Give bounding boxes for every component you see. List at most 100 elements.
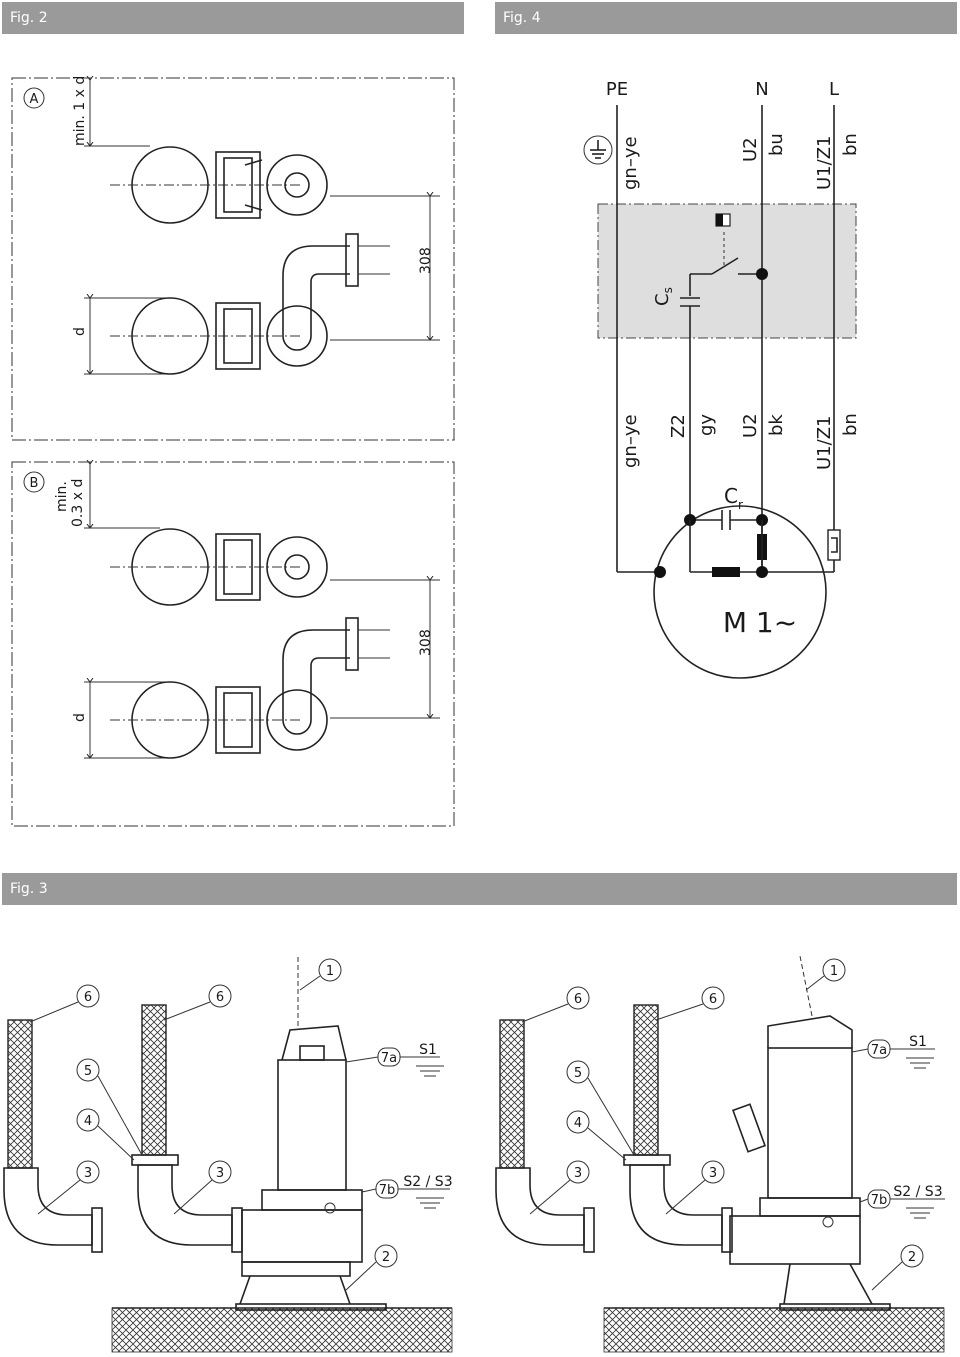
top-bn-label: bn — [840, 133, 861, 156]
svg-text:4: 4 — [574, 1116, 582, 1131]
fig2-drawing: A B min. 1 x d d 308 min. 0.3 x d d 308 — [11, 76, 455, 827]
fig3-installation-drawing: 6 6 1 5 4 3 3 7a 7b 2 6 6 1 5 4 3 3 7a 7… — [3, 955, 945, 1353]
svg-text:3: 3 — [84, 1166, 92, 1181]
callout-6-l2: 6 — [163, 984, 232, 1021]
panel-b-label: B — [30, 476, 39, 491]
svg-text:5: 5 — [574, 1066, 582, 1081]
mid-bn-label: bn — [840, 413, 861, 436]
mid-bk-label: bk — [766, 414, 787, 436]
svg-text:7a: 7a — [381, 1051, 397, 1066]
panel-a-label: A — [30, 92, 39, 107]
callout-3-r2: 3 — [665, 1160, 725, 1215]
svg-text:6: 6 — [216, 990, 224, 1005]
s1-label-r: S1 — [909, 1034, 927, 1050]
svg-text:1: 1 — [326, 964, 334, 979]
fig2-header: Fig. 2 — [2, 2, 464, 34]
top-u1z1-label: U1/Z1 — [814, 136, 835, 190]
callout-3-l1: 3 — [37, 1160, 100, 1215]
svg-text:5: 5 — [84, 1064, 92, 1079]
svg-text:1: 1 — [830, 964, 838, 979]
pump-top-view-a1 — [110, 146, 328, 224]
callout-2-l: 2 — [345, 1244, 398, 1291]
svg-text:4: 4 — [84, 1114, 92, 1129]
panel-a-frame — [11, 77, 455, 441]
mid-z2-label: Z2 — [668, 414, 689, 438]
hose-right-1 — [499, 1019, 525, 1169]
pump-right — [729, 955, 891, 1311]
ground-right — [603, 1307, 945, 1353]
callout-7b-r: 7b — [859, 1189, 945, 1209]
panel-a-badge: A — [23, 87, 45, 109]
pump-top-view-b2 — [110, 681, 328, 759]
elbow-right-1 — [495, 1167, 585, 1246]
pe-label: PE — [606, 79, 628, 100]
callout-4-l: 4 — [76, 1108, 135, 1161]
top-gnye-label: gn–ye — [620, 136, 641, 190]
callout-5-l: 5 — [76, 1058, 143, 1156]
callout-7b-l: 7b — [361, 1179, 450, 1199]
motor-label: M 1~ — [723, 606, 797, 639]
svg-text:3: 3 — [216, 1166, 224, 1181]
svg-text:7b: 7b — [379, 1183, 396, 1198]
pump-top-view-a2 — [110, 297, 328, 375]
hose-right-2 — [633, 1004, 659, 1156]
discharge-pipe-a — [282, 233, 390, 336]
n-label: N — [755, 79, 768, 100]
fig4-header: Fig. 4 — [495, 2, 957, 34]
mid-u2-label: U2 — [740, 413, 761, 438]
callout-7a-r: 7a — [851, 1039, 935, 1059]
fig4-title: Fig. 4 — [503, 10, 541, 26]
ground-left — [111, 1307, 453, 1353]
dim-b-top-label-2: 0.3 x d — [70, 479, 86, 527]
dim-308-b: 308 — [418, 629, 434, 656]
top-bu-label: bu — [766, 133, 787, 156]
s2s3-label-l: S2 / S3 — [403, 1174, 452, 1190]
callout-2-r: 2 — [871, 1244, 924, 1291]
hose-left-2 — [141, 1004, 167, 1156]
svg-text:3: 3 — [709, 1166, 717, 1181]
callout-1-l: 1 — [299, 958, 342, 991]
svg-text:3: 3 — [574, 1166, 582, 1181]
ground-icon — [583, 135, 613, 165]
callout-6-r2: 6 — [655, 986, 725, 1021]
fig3-title: Fig. 3 — [10, 881, 48, 897]
mid-u1z1-label: U1/Z1 — [814, 416, 835, 470]
callout-4-r: 4 — [566, 1110, 627, 1161]
fig2-title: Fig. 2 — [10, 10, 48, 26]
s1-ground-r-icon — [906, 1057, 934, 1069]
dim-308-a: 308 — [418, 247, 434, 274]
pump-top-view-b1 — [110, 528, 328, 606]
callout-3-r1: 3 — [529, 1160, 590, 1215]
cr-label: Cr — [724, 484, 743, 512]
callout-7a-l: 7a — [345, 1047, 440, 1067]
s1-label-l: S1 — [419, 1042, 437, 1058]
top-u2-label: U2 — [740, 137, 761, 162]
svg-text:6: 6 — [709, 992, 717, 1007]
callout-6-l1: 6 — [29, 984, 100, 1023]
callout-5-r: 5 — [566, 1060, 635, 1156]
s1-ground-l-icon — [416, 1065, 444, 1077]
discharge-pipe-b — [282, 617, 390, 720]
svg-text:2: 2 — [908, 1250, 916, 1265]
panel-b-frame — [11, 461, 455, 827]
fig3-header: Fig. 3 — [2, 873, 957, 905]
svg-text:2: 2 — [382, 1250, 390, 1265]
callout-6-r1: 6 — [521, 986, 590, 1023]
dim-d-label-a: d — [72, 327, 88, 336]
pump-left — [235, 956, 387, 1311]
callout-1-r: 1 — [805, 958, 846, 991]
s2s3-ground-l-icon — [416, 1197, 444, 1209]
cs-label: Cs — [652, 287, 675, 306]
svg-text:7b: 7b — [871, 1193, 888, 1208]
callout-3-l2: 3 — [173, 1160, 232, 1215]
mid-gnye-label: gn–ye — [620, 414, 641, 468]
mid-gy-label: gy — [696, 414, 717, 436]
fig4-wiring-diagram: PE N L gn–ye U2 bu U1/Z1 bn — [583, 79, 861, 679]
s2s3-label-r: S2 / S3 — [893, 1184, 942, 1200]
dim-a-top-label: min. 1 x d — [72, 76, 88, 146]
motor-circle — [653, 505, 827, 679]
dim-d-label-b: d — [72, 713, 88, 722]
hose-left-1 — [7, 1019, 33, 1169]
panel-b-badge: B — [23, 471, 45, 493]
